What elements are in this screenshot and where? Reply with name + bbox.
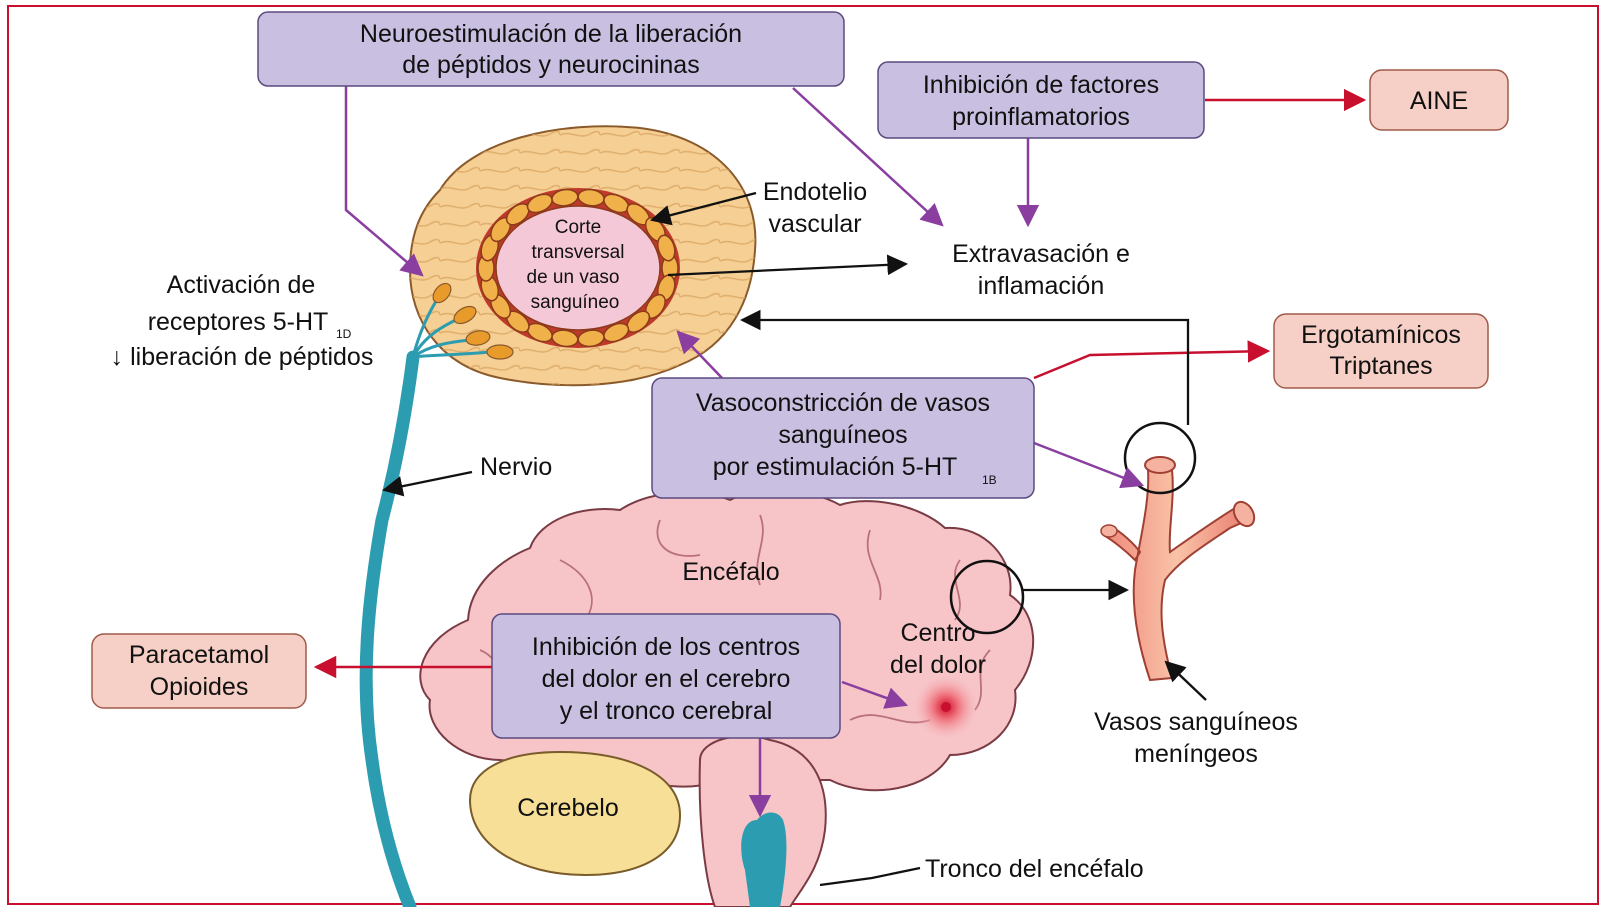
vessel-opening-left — [1100, 524, 1118, 538]
corte-line-3: de un vaso — [527, 267, 620, 288]
box-inhibicion-factores: Inhibición de factores proinflamatorios — [877, 61, 1205, 139]
box-inhibicion-centros: Inhibición de los centros del dolor en e… — [491, 613, 841, 739]
vasos-line-1: Vasos sanguíneos — [1094, 708, 1298, 736]
vaso-line-3: por estimulación 5-HT — [713, 453, 958, 481]
neuro-line-2: de péptidos y neurocininas — [402, 51, 699, 79]
cerebelo-label: Cerebelo — [517, 794, 618, 822]
centro-dolor-line-1: Centro — [900, 619, 975, 647]
cerebellum — [468, 750, 682, 877]
vessel-opening-top — [1144, 456, 1176, 474]
brainstem-nerve — [741, 812, 787, 907]
endothelial-cell — [657, 234, 676, 262]
purple-arrows — [344, 85, 1145, 818]
drug-para-line-2: Opioides — [150, 673, 249, 701]
inhib-line-2: proinflamatorios — [952, 103, 1130, 131]
callout-circle-brain — [949, 559, 1025, 635]
black-arrows — [381, 191, 1207, 887]
drug-aine: AINE — [1410, 87, 1468, 115]
vaso-line-1: Vasoconstricción de vasos — [696, 389, 990, 417]
activacion-subscript: 1D — [336, 327, 352, 341]
meningeal-vessel — [1103, 469, 1250, 682]
drug-ergo-line-1: Ergotamínicos — [1301, 321, 1461, 349]
outer-frame — [7, 5, 1599, 905]
endotelio-line-2: vascular — [768, 210, 861, 238]
centros-line-3: y el tronco cerebral — [560, 697, 773, 725]
extravasacion-line-1: Extravasación e — [952, 240, 1130, 268]
neuro-line-1: Neuroestimulación de la liberación — [360, 20, 742, 48]
activacion-line-2: receptores 5-HT — [148, 308, 329, 336]
vasos-line-2: meníngeos — [1134, 740, 1258, 768]
vessel-lumen — [495, 205, 661, 331]
vaso-subscript: 1B — [982, 473, 997, 487]
corte-label: Corte transversal de un vaso sanguíneo — [527, 217, 625, 313]
nerve — [359, 350, 420, 907]
activacion-line-3: ↓ liberación de péptidos — [111, 343, 374, 371]
red-arrows — [313, 88, 1367, 679]
centro-dolor-line-2: del dolor — [890, 651, 986, 679]
extravasacion-line-2: inflamación — [978, 272, 1104, 300]
drug-ergo-line-2: Triptanes — [1329, 352, 1432, 380]
corte-line-4: sanguíneo — [531, 292, 620, 313]
corte-line-2: transversal — [532, 242, 625, 263]
inhib-line-1: Inhibición de factores — [923, 71, 1159, 99]
drug-para-line-1: Paracetamol — [129, 641, 269, 669]
drug-box-paracetamol: Paracetamol Opioides — [91, 633, 307, 709]
drug-box-aine: AINE — [1369, 69, 1509, 131]
vaso-line-2: sanguíneos — [778, 421, 907, 449]
nervio-label: Nervio — [480, 453, 552, 481]
box-vasoconstriccion: Vasoconstricción de vasos sanguíneos por… — [651, 377, 1035, 499]
box-neuroestimulacion: Neuroestimulación de la liberación de pé… — [257, 11, 845, 87]
corte-line-1: Corte — [555, 217, 601, 238]
endotelio-line-1: Endotelio — [763, 178, 867, 206]
centros-line-1: Inhibición de los centros — [532, 633, 800, 661]
pain-center-core — [941, 702, 951, 712]
encefalo-label: Encéfalo — [682, 558, 779, 586]
activacion-line-1: Activación de — [167, 271, 316, 299]
vessel-opening-right — [1232, 500, 1256, 528]
callout-circle-vessel — [1123, 421, 1197, 495]
tronco-label: Tronco del encéfalo — [925, 855, 1144, 883]
drug-box-ergotaminicos: Ergotamínicos Triptanes — [1273, 313, 1489, 389]
centros-line-2: del dolor en el cerebro — [542, 665, 791, 693]
nerve-endings — [411, 282, 514, 360]
